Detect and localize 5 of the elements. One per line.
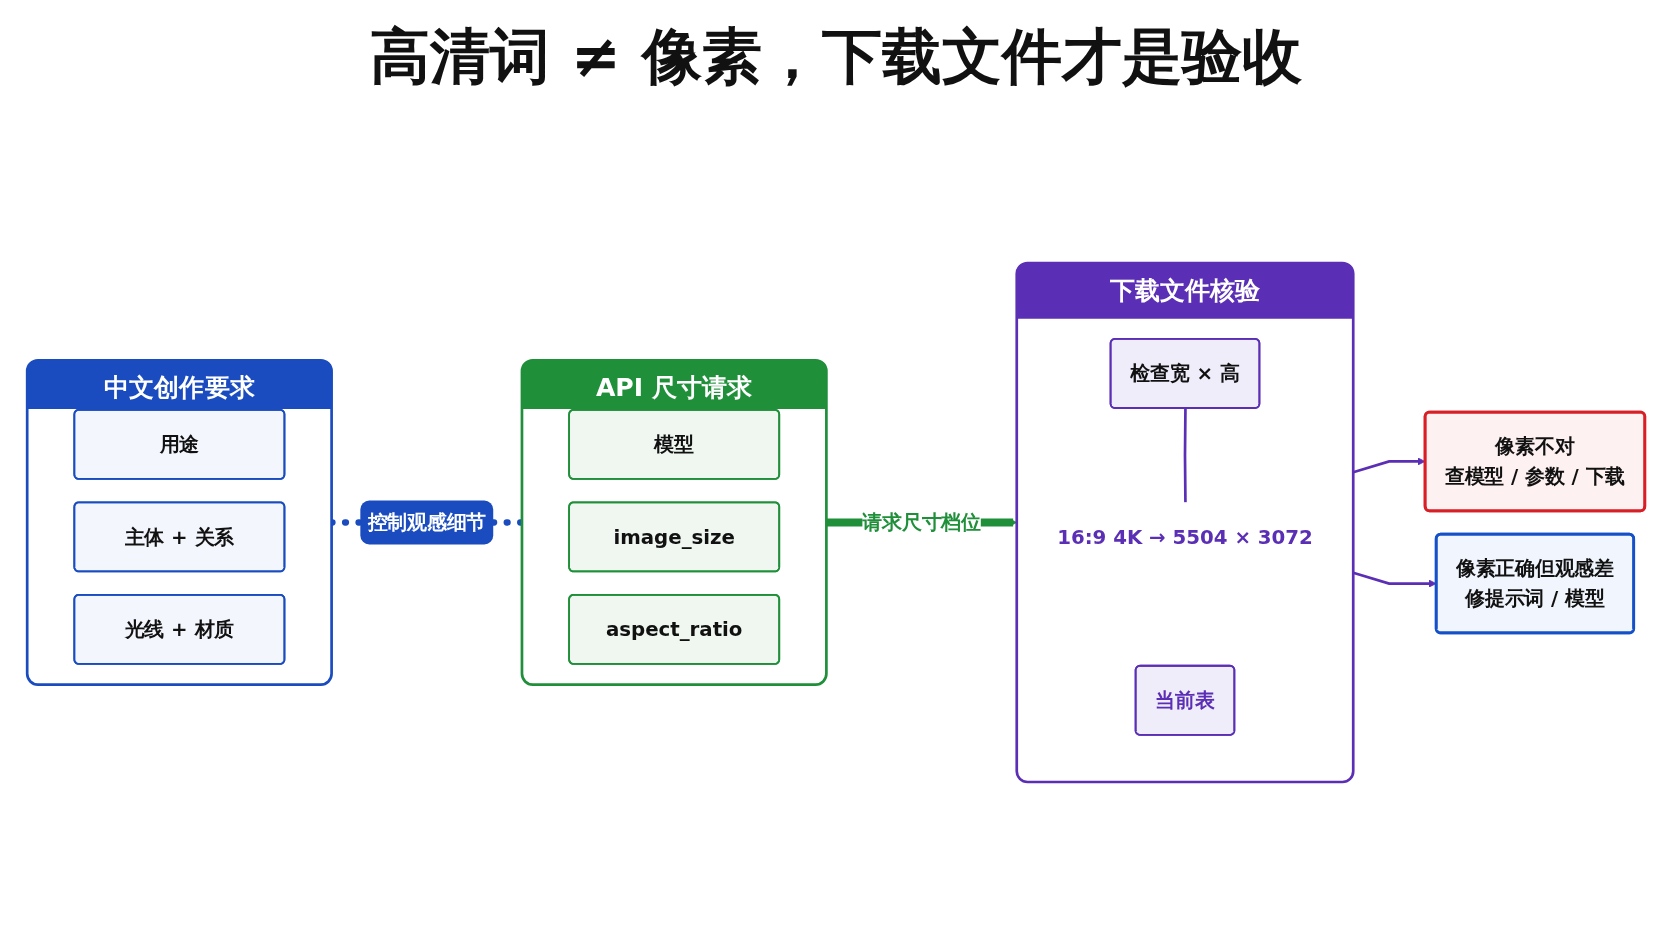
title: 高清词 ≠ 像素，下载文件才是验收 (369, 22, 1303, 91)
connector (1183, 408, 1187, 503)
node-text: 16:9 4K → 5504 × 3072 (1057, 525, 1313, 549)
edge-label: 请求尺寸档位 (862, 511, 981, 534)
edge-label: 控制观感细节 (367, 511, 487, 534)
